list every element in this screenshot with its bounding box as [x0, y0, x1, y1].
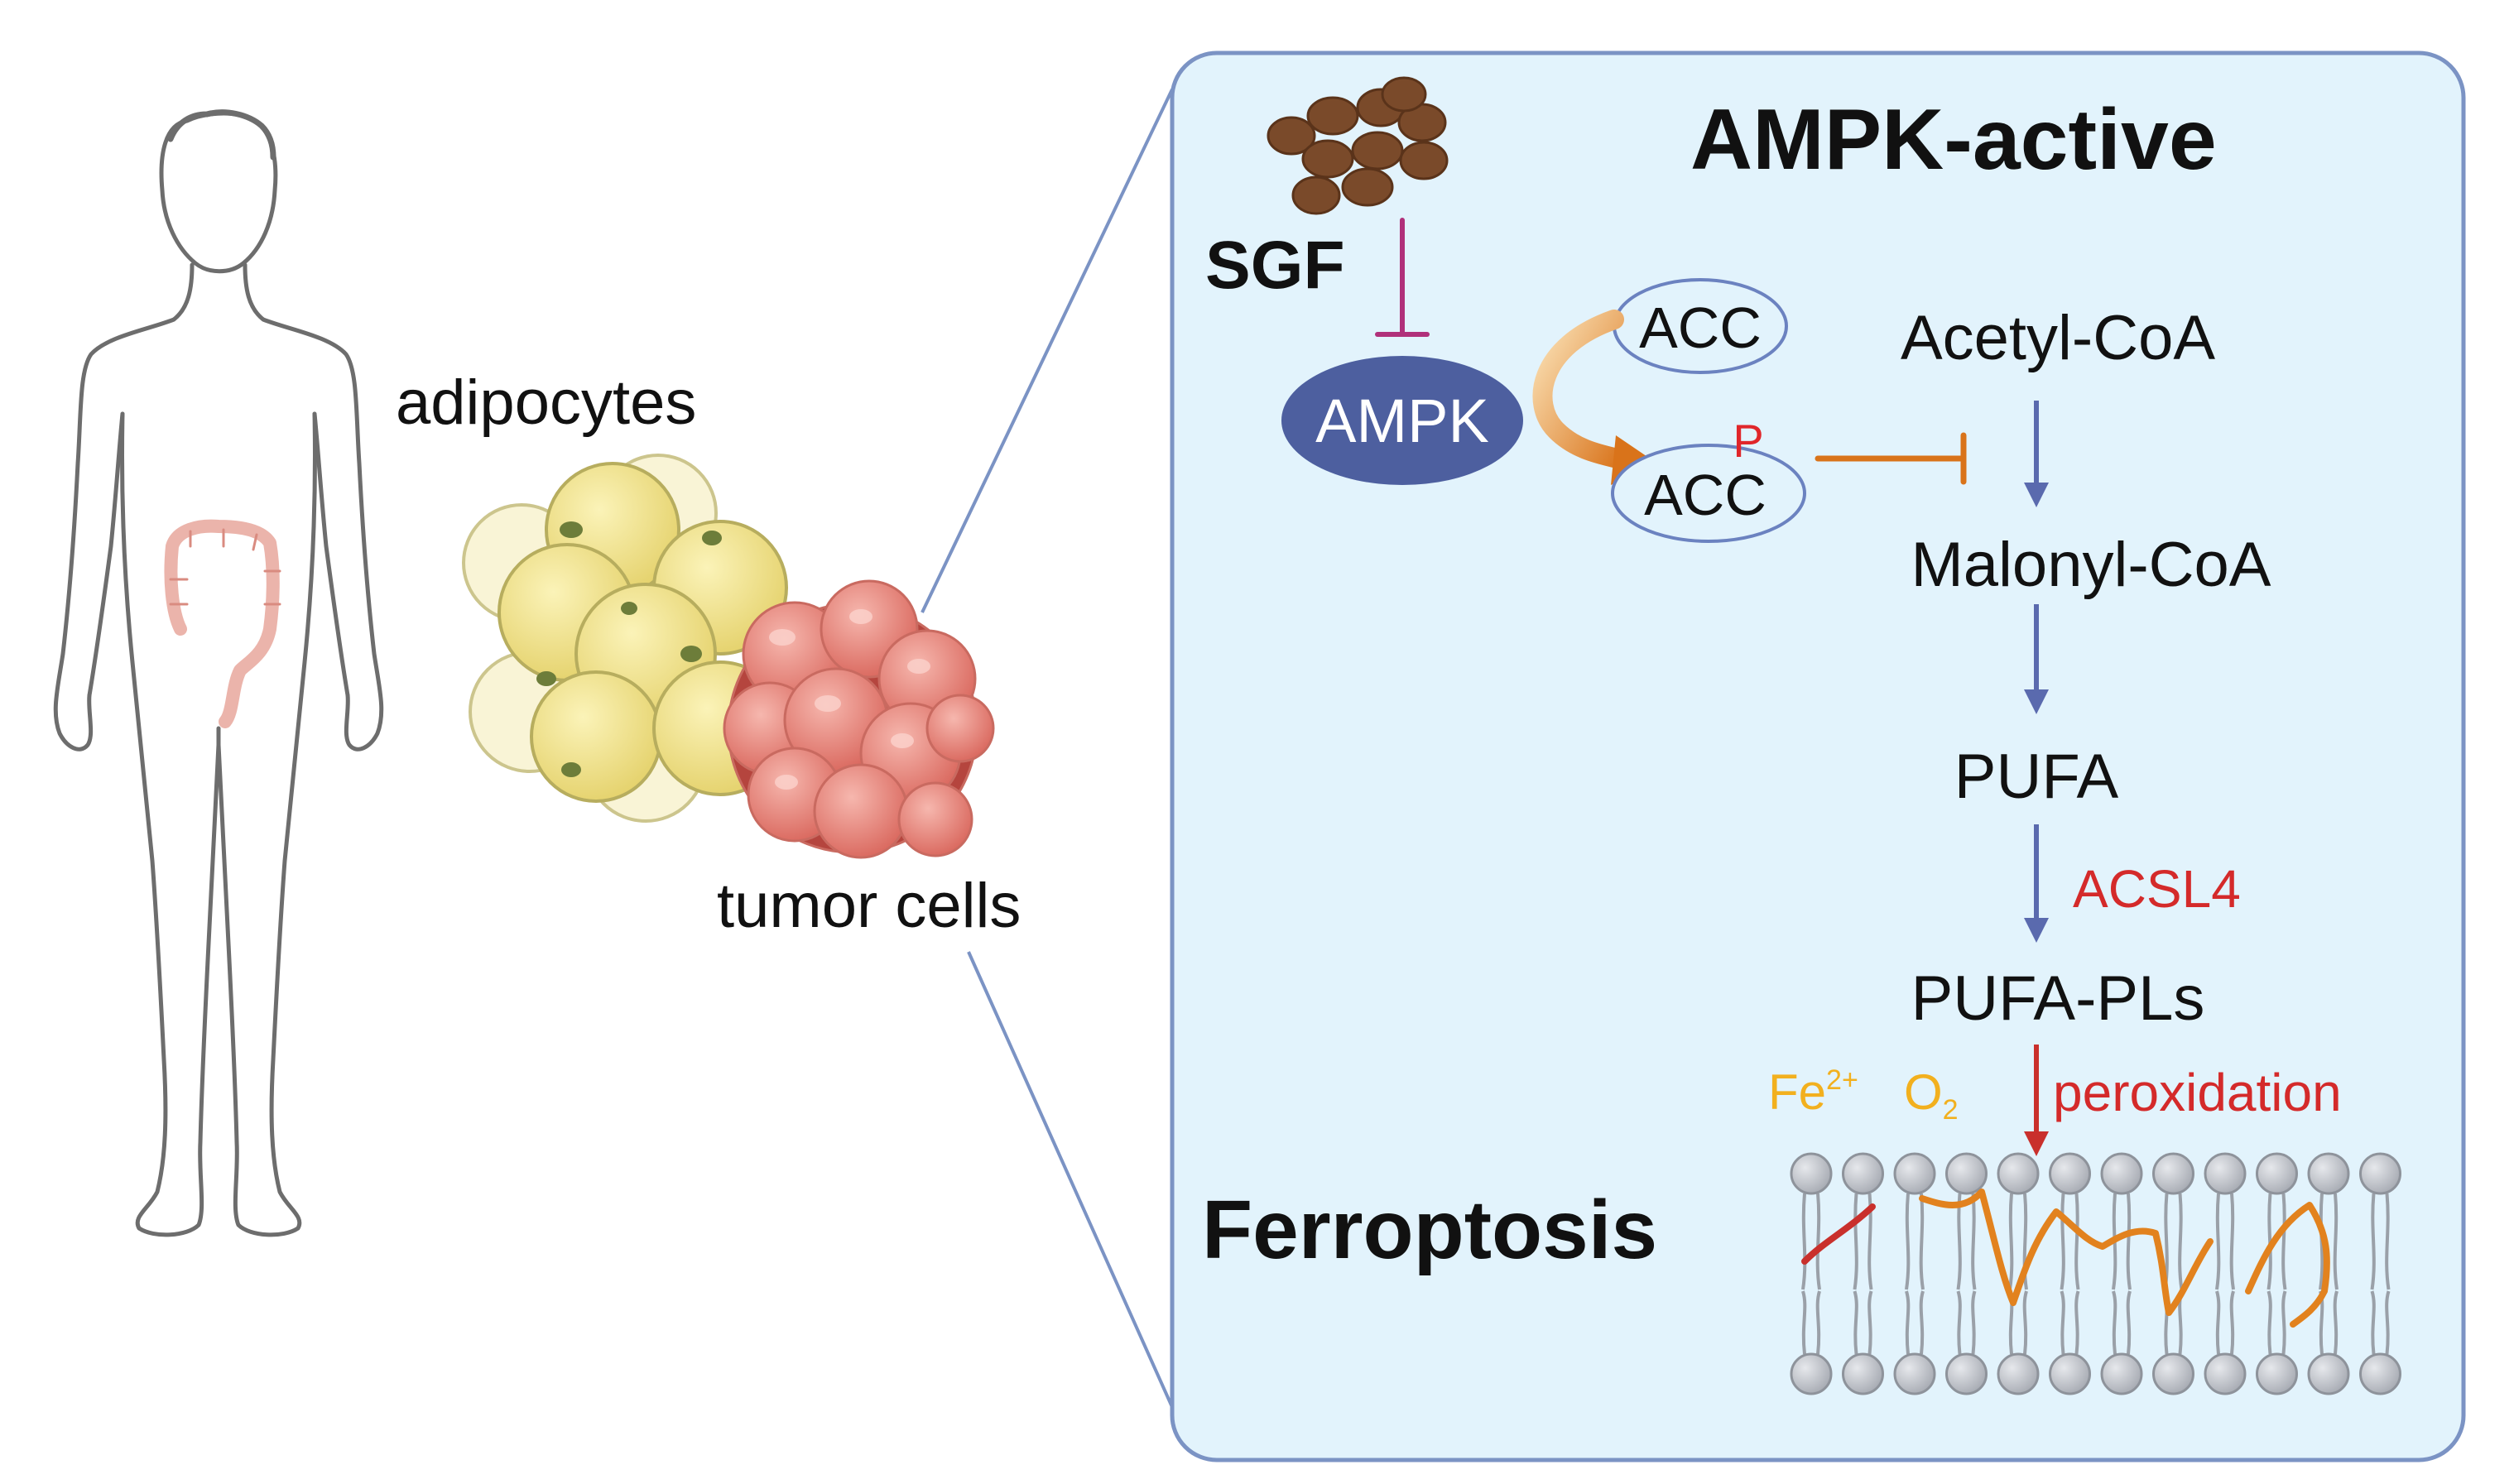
- pufa-label: PUFA: [1954, 742, 2119, 812]
- lipid-head: [2152, 1352, 2194, 1395]
- lipid-head: [2049, 1152, 2091, 1195]
- lipid-head: [2049, 1352, 2091, 1395]
- peroxidation-label: peroxidation: [2053, 1063, 2342, 1122]
- lipid-tail: [2229, 1290, 2235, 1355]
- acc-phospho-node: [1611, 444, 1806, 543]
- lipid-tail: [1815, 1193, 1821, 1290]
- lipid-tail: [1867, 1290, 1873, 1355]
- lipid-head: [2307, 1352, 2350, 1395]
- lipid-tail: [1801, 1193, 1807, 1290]
- lipid-head: [1790, 1152, 1833, 1195]
- lipid-tail: [2008, 1193, 2014, 1290]
- ferroptosis-label: Ferroptosis: [1202, 1184, 1657, 1276]
- ampk-node: [1281, 356, 1523, 485]
- lipid-head: [2359, 1152, 2401, 1195]
- sgf-label: SGF: [1205, 228, 1345, 303]
- acc-label: ACC: [1639, 295, 1762, 360]
- lipid-tail: [2126, 1193, 2132, 1290]
- lipid-head: [1997, 1352, 2040, 1395]
- lipid-tail: [1919, 1290, 1925, 1355]
- acetyl-coa-label: Acetyl-CoA: [1901, 303, 2215, 373]
- lipid-head: [2100, 1352, 2143, 1395]
- lipid-tail: [1853, 1193, 1858, 1290]
- lipid-tail: [2370, 1193, 2376, 1290]
- zoom-connector: [921, 89, 1174, 1408]
- tumor-cells-icon: [723, 579, 995, 859]
- lipid-tail: [2112, 1290, 2117, 1355]
- iron-label: Fe2+: [1768, 1064, 1858, 1120]
- pufa-pls-label: PUFA-PLs: [1911, 963, 2205, 1034]
- adipocytes-icon: [462, 454, 788, 823]
- lipid-head: [2100, 1152, 2143, 1195]
- lipid-tail: [1919, 1193, 1925, 1290]
- lipid-tail: [1801, 1290, 1807, 1355]
- lipid-head: [1945, 1352, 1988, 1395]
- lipid-tail: [2281, 1193, 2287, 1290]
- lipid-tail: [2074, 1193, 2080, 1290]
- lipid-tail: [2074, 1290, 2080, 1355]
- lipid-tail: [2370, 1290, 2376, 1355]
- sgf-seeds-icon: [1267, 76, 1449, 215]
- phospho-label: P: [1733, 415, 1763, 467]
- lipid-head: [1997, 1152, 2040, 1195]
- lipid-tail: [2385, 1290, 2391, 1355]
- lipid-tail: [1905, 1193, 1911, 1290]
- lipid-head: [2204, 1352, 2247, 1395]
- lipid-tail: [2281, 1290, 2287, 1355]
- lipid-tail: [1971, 1290, 1977, 1355]
- lipid-tail: [2178, 1193, 2184, 1290]
- lipid-tail: [2022, 1193, 2028, 1290]
- lipid-tail: [2112, 1193, 2117, 1290]
- lipid-bilayer-icon: [1790, 1152, 2401, 1395]
- acsl4-label: ACSL4: [2073, 859, 2241, 919]
- lipid-tail: [2385, 1193, 2391, 1290]
- acc-phospho-label: ACC: [1644, 463, 1767, 527]
- lipid-tail: [2215, 1193, 2221, 1290]
- lipid-tail: [1956, 1290, 1962, 1355]
- lipid-tail: [1815, 1290, 1821, 1355]
- lipid-tail: [2126, 1290, 2132, 1355]
- lipid-tail: [2333, 1290, 2339, 1355]
- panel-title: AMPK-active: [1690, 92, 2217, 188]
- lipid-tail: [2229, 1193, 2235, 1290]
- lipid-head: [2359, 1352, 2401, 1395]
- lipid-tail: [1971, 1193, 1977, 1290]
- acc-inhibits-pathway: [1815, 432, 1967, 485]
- ampk-label: AMPK: [1315, 387, 1489, 455]
- lipid-tail: [2215, 1290, 2221, 1355]
- lipid-tail: [2060, 1290, 2065, 1355]
- adipocytes-label: adipocytes: [396, 367, 696, 438]
- lipid-tail: [1853, 1290, 1858, 1355]
- lipid-head: [1893, 1352, 1936, 1395]
- oxidized-lipids: [1801, 1189, 2330, 1328]
- lipid-tail: [2319, 1193, 2324, 1290]
- oxygen-label: O2: [1904, 1064, 1959, 1126]
- lipid-head: [2152, 1152, 2194, 1195]
- lipid-head: [2256, 1152, 2298, 1195]
- malonyl-coa-label: Malonyl-CoA: [1911, 530, 2271, 600]
- lipid-head: [1842, 1352, 1884, 1395]
- lipid-head: [2307, 1152, 2350, 1195]
- lipid-tail: [2333, 1193, 2339, 1290]
- lipid-head: [2204, 1152, 2247, 1195]
- tumor-cells-label: tumor cells: [717, 871, 1021, 941]
- lipid-tail: [1905, 1290, 1911, 1355]
- sgf-inhibits-ampk: [1375, 218, 1430, 337]
- lipid-head: [1842, 1152, 1884, 1195]
- lipid-head: [1945, 1152, 1988, 1195]
- human-silhouette-icon: [53, 109, 384, 1237]
- lipid-head: [2256, 1352, 2298, 1395]
- lipid-tail: [2022, 1290, 2028, 1355]
- lipid-head: [1790, 1352, 1833, 1395]
- lipid-head: [1893, 1152, 1936, 1195]
- lipid-tail: [2266, 1290, 2272, 1355]
- lipid-tail: [2060, 1193, 2065, 1290]
